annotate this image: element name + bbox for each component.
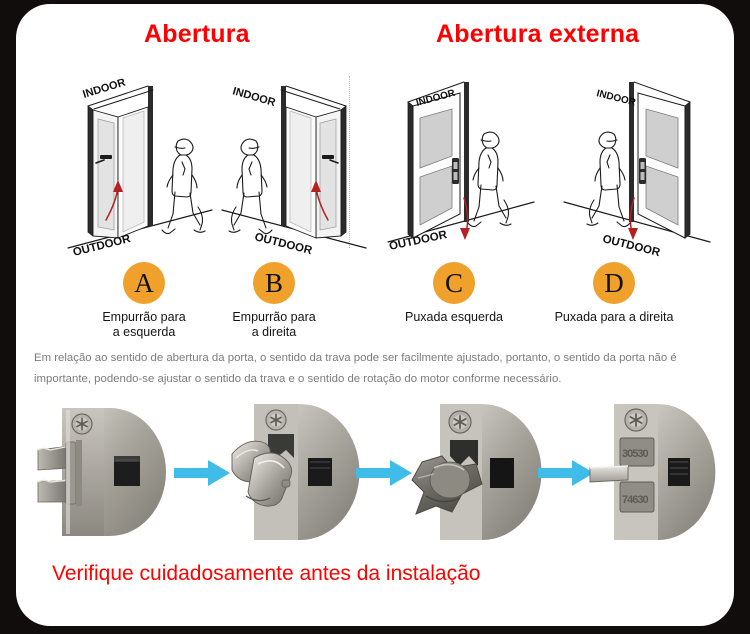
section-title-abertura: Abertura	[144, 20, 250, 48]
door-diagram-a: INDOOR OUTDOOR	[62, 62, 232, 260]
lock-step-strip: 30530 74630	[16, 396, 734, 548]
note-paragraph: Em relação ao sentido de abertura da por…	[34, 352, 677, 385]
svg-text:30530: 30530	[622, 448, 648, 460]
svg-text:74630: 74630	[622, 494, 648, 506]
badge-a: A	[123, 262, 165, 304]
option-b-label: Empurrão para a direita	[232, 310, 316, 339]
lock-step-4-image: 30530 74630	[588, 396, 728, 548]
badge-d: D	[593, 262, 635, 304]
lock-step-1-image	[36, 396, 176, 548]
footer-warning: Verifique cuidadosamente antes da instal…	[52, 562, 481, 585]
option-c-label: Puxada esquerda	[405, 310, 503, 324]
option-labels: A Empurrão para a esquerda B Empurrão pa…	[16, 262, 734, 344]
step-arrow-1	[174, 458, 232, 488]
badge-c: C	[433, 262, 475, 304]
step-arrow-2	[356, 458, 414, 488]
lock-step-3-image	[406, 396, 546, 548]
indoor-label-b: INDOOR	[231, 85, 277, 109]
lock-step-2-image	[224, 396, 364, 548]
outdoor-label-b: OUTDOOR	[253, 231, 314, 257]
section-title-abertura-externa: Abertura externa	[436, 20, 640, 48]
badge-b: B	[253, 262, 295, 304]
option-d: D Puxada para a direita	[524, 262, 704, 325]
step-arrow-3	[538, 458, 596, 488]
door-diagram-b: INDOOR OUTDOOR	[202, 62, 372, 260]
option-c: C Puxada esquerda	[364, 262, 544, 325]
option-b: B Empurrão para a direita	[184, 262, 364, 340]
section-divider	[349, 76, 350, 248]
door-diagrams: INDOOR OUTDOOR	[16, 62, 734, 260]
option-a-label: Empurrão para a esquerda	[102, 310, 186, 339]
door-diagram-d: INDOOR OUTDOOR	[544, 62, 714, 260]
option-d-label: Puxada para a direita	[554, 310, 674, 324]
indoor-label-a: INDOOR	[81, 77, 127, 101]
content-card: Abertura Abertura externa	[16, 4, 734, 626]
option-a: A Empurrão para a esquerda	[54, 262, 234, 340]
outdoor-label-d: OUTDOOR	[601, 233, 662, 259]
door-diagram-c: INDOOR OUTDOOR	[384, 62, 554, 260]
